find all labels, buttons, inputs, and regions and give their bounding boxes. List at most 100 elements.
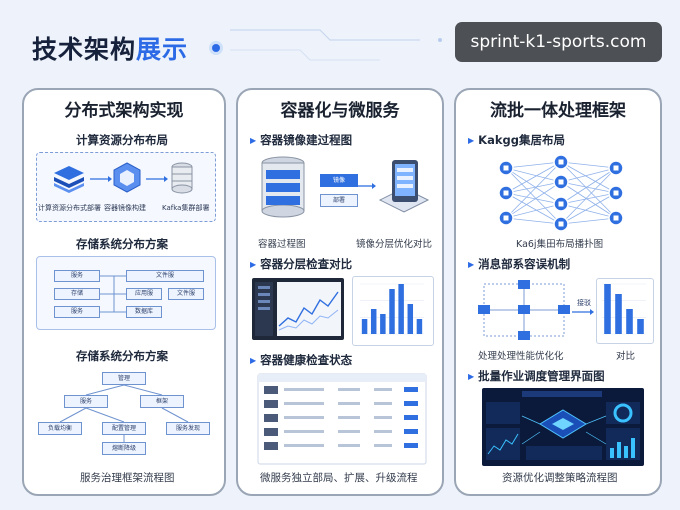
network-edge: [560, 217, 617, 225]
layer-stack-icon: [54, 166, 84, 193]
network-edge: [505, 192, 562, 205]
storage-node: 文件服: [126, 270, 204, 282]
storage-node: 应用服: [126, 288, 162, 300]
dashboard-screenshot: [252, 278, 344, 340]
storage-node: 存储: [54, 288, 100, 300]
network-edge: [560, 167, 617, 183]
kafka-network-topology: [498, 154, 624, 232]
section-heading: ▶容器镜像建过程图: [250, 133, 353, 147]
panel-distributed-architecture: 分布式架构实现 计算资源分布布局 计算资源分布式部署 容器镜像构建 Kafka集…: [22, 88, 226, 496]
network-edge: [505, 161, 562, 219]
triangle-bullet-icon: ▶: [468, 136, 475, 145]
section-heading: ▶容器健康检查状态: [250, 353, 353, 367]
triangle-bullet-icon: ▶: [468, 260, 475, 269]
network-edge: [505, 217, 562, 225]
section-heading: ▶Kakgg集居布局: [468, 133, 565, 147]
network-node-icon: [503, 165, 509, 171]
section-heading: ▶容器分层检查对比: [250, 257, 353, 271]
network-edge: [505, 181, 562, 219]
network-edge: [560, 181, 617, 194]
network-edge: [560, 192, 617, 205]
section-heading: ▶批量作业调度管理界面图: [468, 369, 605, 383]
governance-node: 负载均衡: [38, 422, 82, 435]
network-edge: [505, 161, 562, 169]
mobile-device-icon: [378, 160, 430, 213]
database-icon: [171, 162, 193, 194]
chart-bar: [361, 319, 368, 334]
chart-bar: [604, 284, 611, 334]
section-heading: 计算资源分布布局: [76, 133, 168, 147]
page-title: 技术架构展示: [32, 35, 189, 64]
flow-arrows: [90, 176, 168, 182]
governance-node: 服务发现: [166, 422, 210, 435]
health-check-table: [257, 373, 427, 465]
network-node-icon: [613, 215, 619, 221]
network-edge: [560, 167, 617, 225]
section-caption: 对比: [616, 351, 636, 362]
network-edge: [505, 167, 562, 225]
panel-title: 流批一体处理框架: [490, 101, 626, 121]
storage-node: 数据库: [126, 306, 162, 318]
triangle-bullet-icon: ▶: [250, 136, 257, 145]
panel-containerization: 容器化与微服务 ▶容器镜像建过程图 镜像 部署 容器过程图 镜像分层优化对比 ▶…: [236, 88, 444, 496]
network-edge: [505, 161, 562, 194]
container-build-icon: [113, 162, 141, 193]
network-node-icon: [558, 179, 564, 185]
section-heading: ▶消息部系容误机制: [468, 257, 571, 271]
network-edge: [505, 167, 562, 205]
chart-bar: [637, 319, 644, 334]
governance-node: 熔断降级: [102, 442, 146, 455]
storage-connectors: [100, 275, 126, 313]
network-edge: [560, 167, 617, 205]
chart-bar: [615, 294, 622, 334]
network-edge: [560, 181, 617, 219]
network-node-icon: [613, 190, 619, 196]
panel-title: 容器化与微服务: [280, 101, 400, 121]
storage-node: 服务: [54, 270, 100, 282]
section-heading: 存储系统分布方案: [76, 237, 168, 251]
compute-label: Kafka集群部署: [162, 204, 210, 212]
network-edge: [560, 203, 617, 219]
network-node-icon: [558, 159, 564, 165]
section-caption: 镜像分层优化对比: [356, 239, 433, 250]
network-node-icon: [613, 165, 619, 171]
network-edge: [505, 181, 562, 194]
process-tag: 镜像: [320, 174, 358, 187]
governance-node: 服务: [64, 395, 108, 408]
handoff-arrow: [572, 309, 594, 315]
chart-bar: [416, 319, 423, 334]
message-fault-tolerance-diagram: [478, 280, 570, 340]
section-caption: Ka6j集田布局播扑图: [516, 239, 604, 250]
network-node-icon: [558, 221, 564, 227]
governance-node: 配置管理: [102, 422, 146, 435]
section-caption: 微服务独立部局、扩展、升级流程: [260, 472, 418, 484]
network-node-icon: [558, 201, 564, 207]
chart-bar: [407, 304, 414, 334]
compute-label: 计算资源分布式部署: [38, 204, 101, 212]
section-caption: 资源优化调整策略流程图: [502, 472, 618, 484]
section-caption: 服务治理框架流程图: [80, 472, 175, 484]
network-edge: [505, 203, 562, 219]
chart-bar: [370, 309, 377, 334]
section-caption: 处理处理性能优化化: [478, 351, 564, 362]
storage-node: 文件服: [168, 288, 204, 300]
network-edge: [505, 192, 562, 225]
layer-comparison-bars: [360, 283, 424, 335]
chart-bar: [389, 289, 395, 334]
chart-bar: [380, 314, 386, 334]
storage-node: 服务: [54, 306, 100, 318]
network-edge: [505, 167, 562, 183]
chart-bar: [626, 309, 633, 334]
process-arrows: [358, 183, 376, 189]
section-caption: 容器过程图: [258, 239, 306, 250]
network-node-icon: [503, 215, 509, 221]
panel-title: 分布式架构实现: [64, 101, 184, 121]
title-dot-icon: [212, 44, 220, 52]
governance-connectors: [59, 384, 189, 442]
triangle-bullet-icon: ▶: [250, 260, 257, 269]
performance-bars: [602, 283, 646, 335]
network-edge: [560, 192, 617, 225]
chart-bar: [398, 284, 404, 334]
governance-node: 框架: [140, 395, 184, 408]
